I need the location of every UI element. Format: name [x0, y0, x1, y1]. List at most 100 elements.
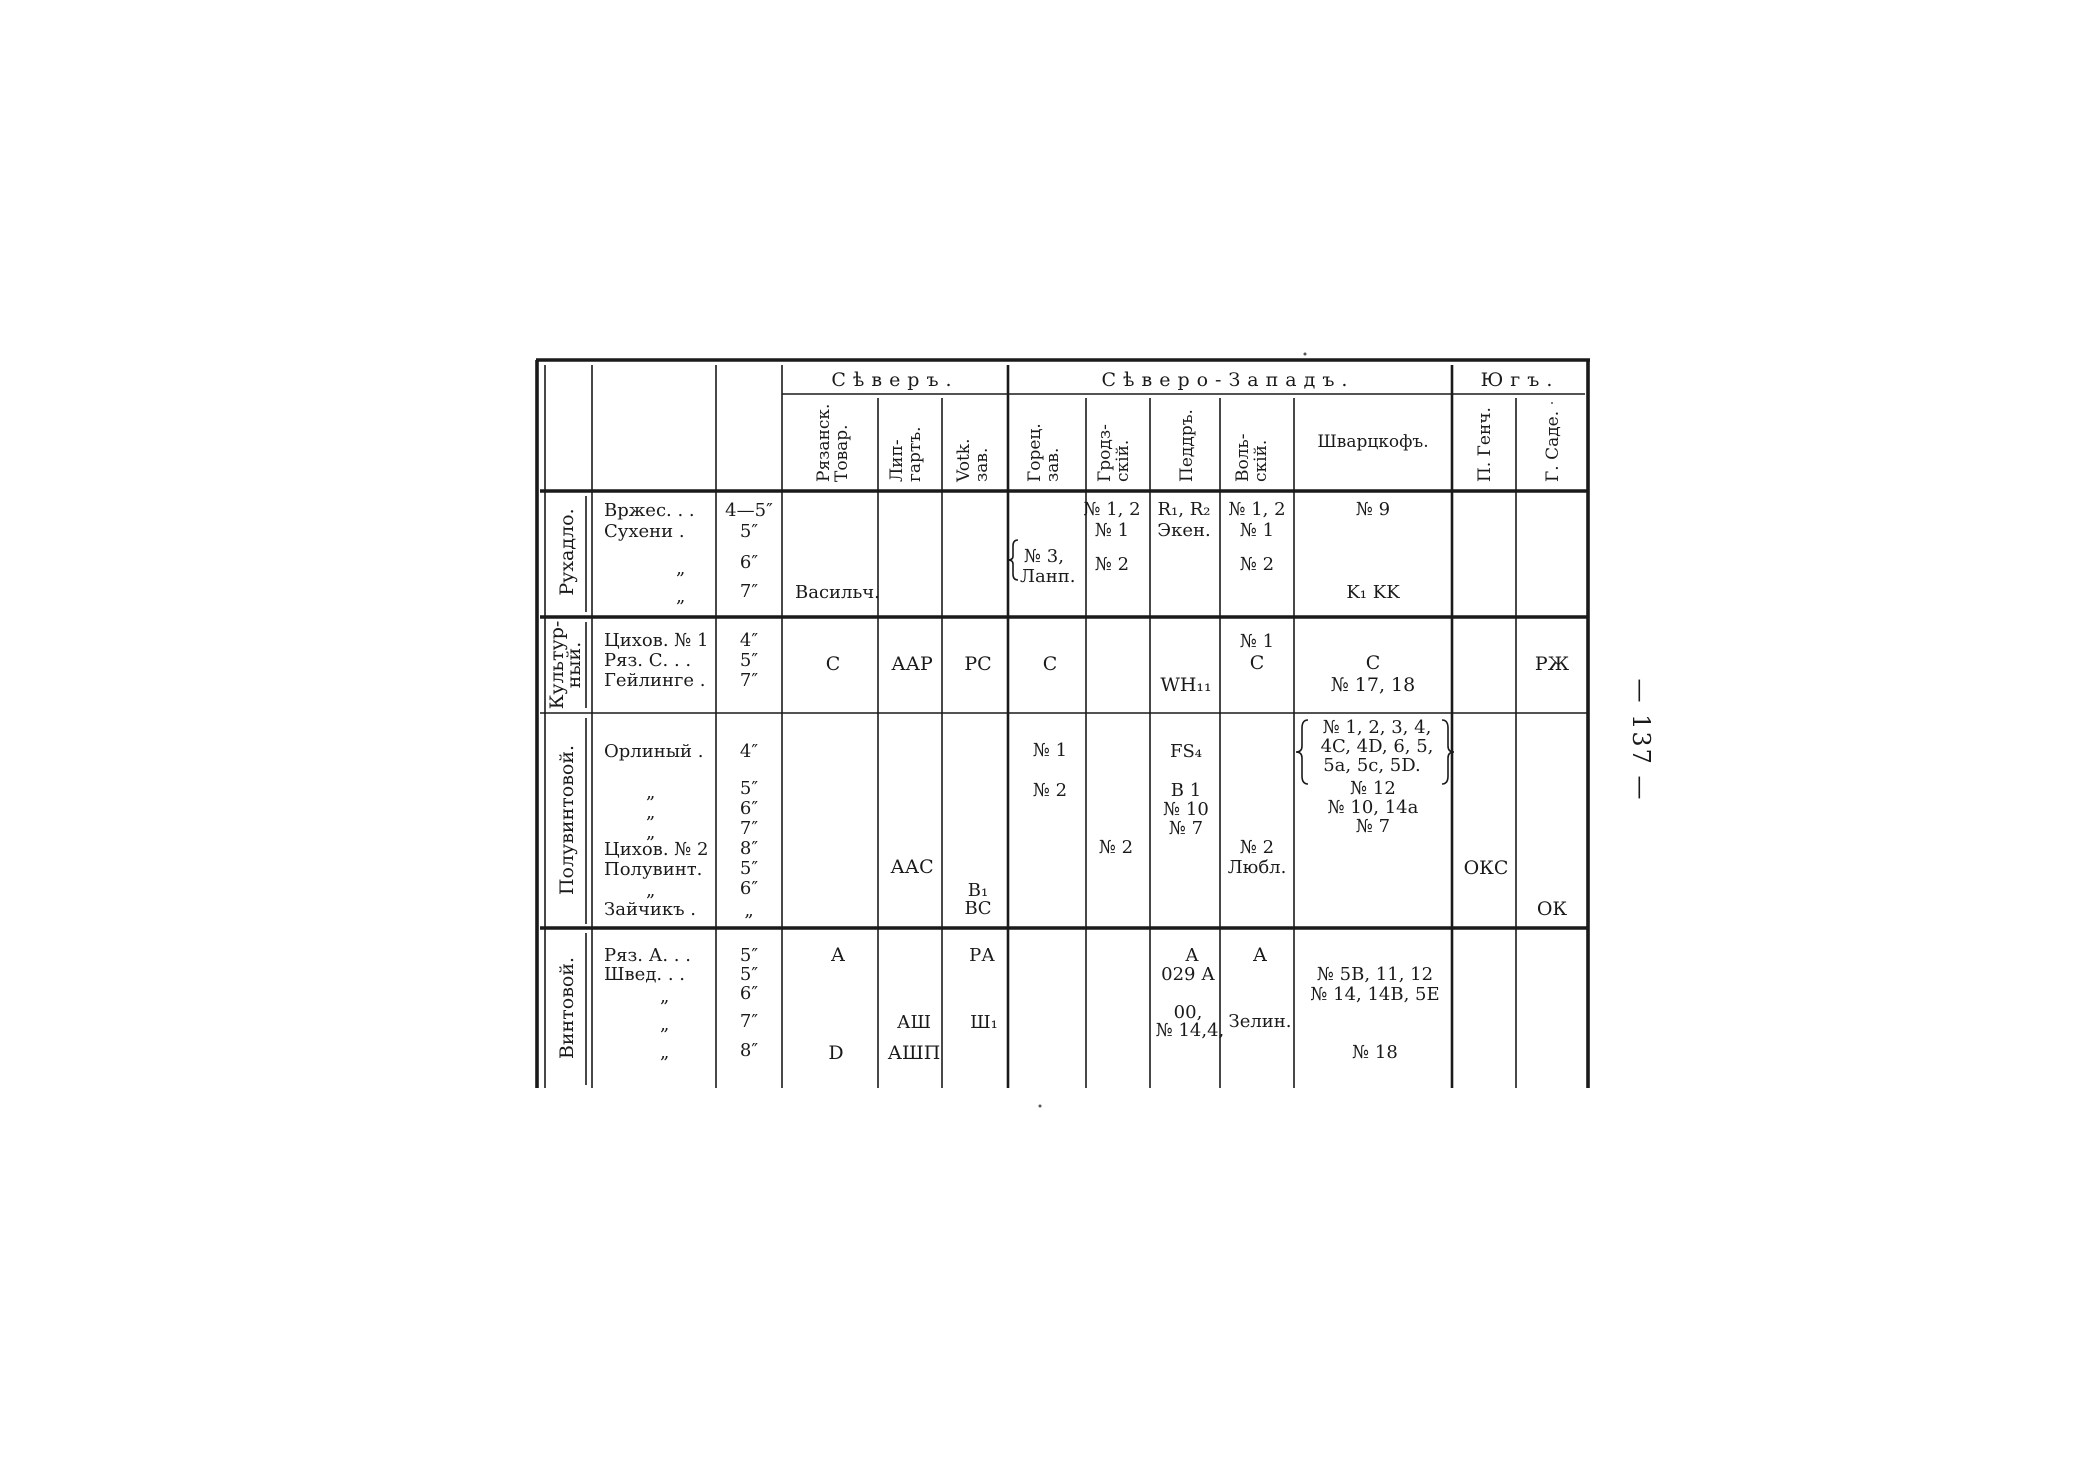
cell-lipgart: ААС [890, 856, 933, 878]
row-size: 4—5″ [725, 500, 773, 521]
row-size: 5″ [740, 964, 758, 985]
row-size: 5″ [740, 945, 758, 966]
cell-volsk: № 2 [1240, 837, 1274, 858]
row-name: Ряз. С. . . [604, 650, 691, 671]
row-name: „ [660, 1014, 669, 1035]
cell-schwarzkopf: С [1366, 652, 1381, 674]
cell-volsk: Любл. [1228, 857, 1287, 878]
row-name: Полувинт. [604, 859, 702, 880]
row-name: „ [676, 558, 685, 579]
svg-text:зав.: зав. [1043, 448, 1063, 482]
row-name: Швед. . . [604, 964, 685, 985]
cell-peddr: FS₄ [1170, 741, 1202, 762]
column-header-votk: Votk. зав. [954, 439, 992, 484]
column-header-ryazan: Рязанск. Товар. [814, 404, 852, 482]
row-name: „ [646, 822, 655, 843]
cell-schwarzkopf: № 1, 2, 3, 4, [1323, 717, 1432, 738]
svg-text:Гродз-: Гродз- [1095, 424, 1115, 482]
row-name: Вржес. . . [604, 500, 695, 521]
row-name: Орлиный . [604, 741, 703, 762]
table-frame [535, 358, 1590, 1088]
svg-text:скій.: скій. [1251, 440, 1271, 482]
cell-schwarzkopf: № 5B, 11, 12 [1317, 964, 1433, 985]
row-name: „ [646, 802, 655, 823]
cell-schwarzkopf: 4C, 4D, 6, 5, [1321, 736, 1434, 757]
row-name: „ [660, 1042, 669, 1063]
row-size: 5″ [740, 778, 758, 799]
row-name: „ [646, 782, 655, 803]
cell-gsade: РЖ [1535, 653, 1570, 675]
cell-volsk: № 2 [1240, 554, 1274, 575]
row-name: Цихов. № 1 [604, 630, 708, 651]
cell-volsk: № 1, 2 [1228, 499, 1285, 520]
cell-pgench: ОКС [1464, 857, 1509, 879]
row-size: 7″ [740, 818, 758, 839]
cell-schwarzkopf: № 17, 18 [1331, 674, 1415, 696]
row-name: „ [646, 880, 655, 901]
row-size: 5″ [740, 650, 758, 671]
cell-gsade: ОК [1537, 898, 1568, 920]
row-size: 6″ [740, 983, 758, 1004]
cell-schwarzkopf: № 14, 14B, 5E [1310, 984, 1439, 1005]
svg-text:Горец.: Горец. [1025, 423, 1045, 482]
cell-peddr: 00, [1174, 1002, 1203, 1023]
row-size: 4″ [740, 741, 758, 762]
region-northwest: Сѣверо-Западъ. [1102, 369, 1355, 391]
column-header-schwarzkopf: Шварцкофъ. [1317, 432, 1428, 452]
cell-peddr: В 1 [1171, 780, 1201, 801]
svg-text:Votk.: Votk. [954, 439, 974, 484]
rows-vint: Ряз. А. . . Швед. . . „ „ „ 5″ 5″ 6″ 7″ … [604, 944, 1440, 1064]
row-size: 4″ [740, 630, 758, 651]
cell-goretsk: № 2 [1033, 780, 1067, 801]
group-poluvint: Полувинтовой. [556, 745, 578, 895]
cell-peddr: № 10 [1163, 799, 1209, 820]
row-name: Ряз. А. . . [604, 945, 691, 966]
cell-schwarzkopf: № 9 [1356, 499, 1390, 520]
svg-text:Лип-: Лип- [887, 439, 907, 482]
rows-poluvint: Орлиный . „ „ „ Цихов. № 2 Полувинт. „ З… [604, 717, 1567, 921]
row-size: 8″ [740, 838, 758, 859]
column-header-peddr: Педдръ. [1177, 409, 1197, 482]
cell-votk: Ш₁ [970, 1012, 998, 1033]
row-name: „ [660, 986, 669, 1007]
column-header-gsade: Г. Саде. [1543, 411, 1563, 482]
cell-ryazan: А [831, 944, 846, 966]
cell-schwarzkopf: K₁ KK [1346, 582, 1400, 603]
cell-peddr: 029 А [1161, 964, 1215, 985]
row-size: 6″ [740, 878, 758, 899]
cell-schwarzkopf: 5a, 5c, 5D. [1323, 755, 1421, 776]
row-size: 8″ [740, 1040, 758, 1061]
cell-volsk: № 1 [1240, 631, 1274, 652]
row-size: 7″ [740, 581, 758, 602]
cell-volsk: Зелин. [1228, 1011, 1291, 1032]
cell-peddr: № 14,4, [1156, 1020, 1225, 1041]
cell-grodz: № 1, 2 [1083, 499, 1140, 520]
cell-schwarzkopf: № 12 [1350, 778, 1396, 799]
rows-kultur: Цихов. № 1 Ряз. С. . . Гейлинге . 4″ 5″ … [604, 630, 1570, 696]
cell-volsk: № 1 [1240, 520, 1274, 541]
column-header-pgench: П. Генч. [1475, 407, 1495, 482]
cell-lipgart: АШП [888, 1042, 941, 1064]
row-name: Зайчикъ . [604, 899, 696, 920]
cell-ryazan: С [826, 653, 841, 675]
column-header-grodz: Гродз- скій. [1095, 424, 1133, 482]
svg-text:ный.: ный. [563, 642, 585, 689]
cell-volsk: С [1250, 652, 1265, 674]
region-north: Сѣверъ. [831, 369, 958, 391]
cell-schwarzkopf: № 10, 14a [1328, 797, 1419, 818]
group-rukhadlo: Рухадло. [556, 508, 578, 595]
rows-rukhadlo: Вржес. . . Сухени . „ „ 4—5″ 5″ 6″ 7″ Ва… [604, 499, 1400, 607]
cell-grodz: № 2 [1099, 837, 1133, 858]
cell-lipgart: АШ [897, 1012, 931, 1033]
cell-peddr: Экен. [1157, 520, 1210, 541]
row-name: Гейлинге . [604, 670, 706, 691]
row-size: 6″ [740, 798, 758, 819]
cell-ryazan: Васильч. [795, 582, 880, 603]
svg-text:зав.: зав. [972, 448, 992, 482]
cell-lipgart: ААР [891, 653, 933, 675]
cell-votk: РС [964, 653, 991, 675]
row-size: 5″ [740, 858, 758, 879]
svg-text:скій.: скій. [1113, 440, 1133, 482]
cell-peddr: R₁, R₂ [1158, 499, 1211, 520]
